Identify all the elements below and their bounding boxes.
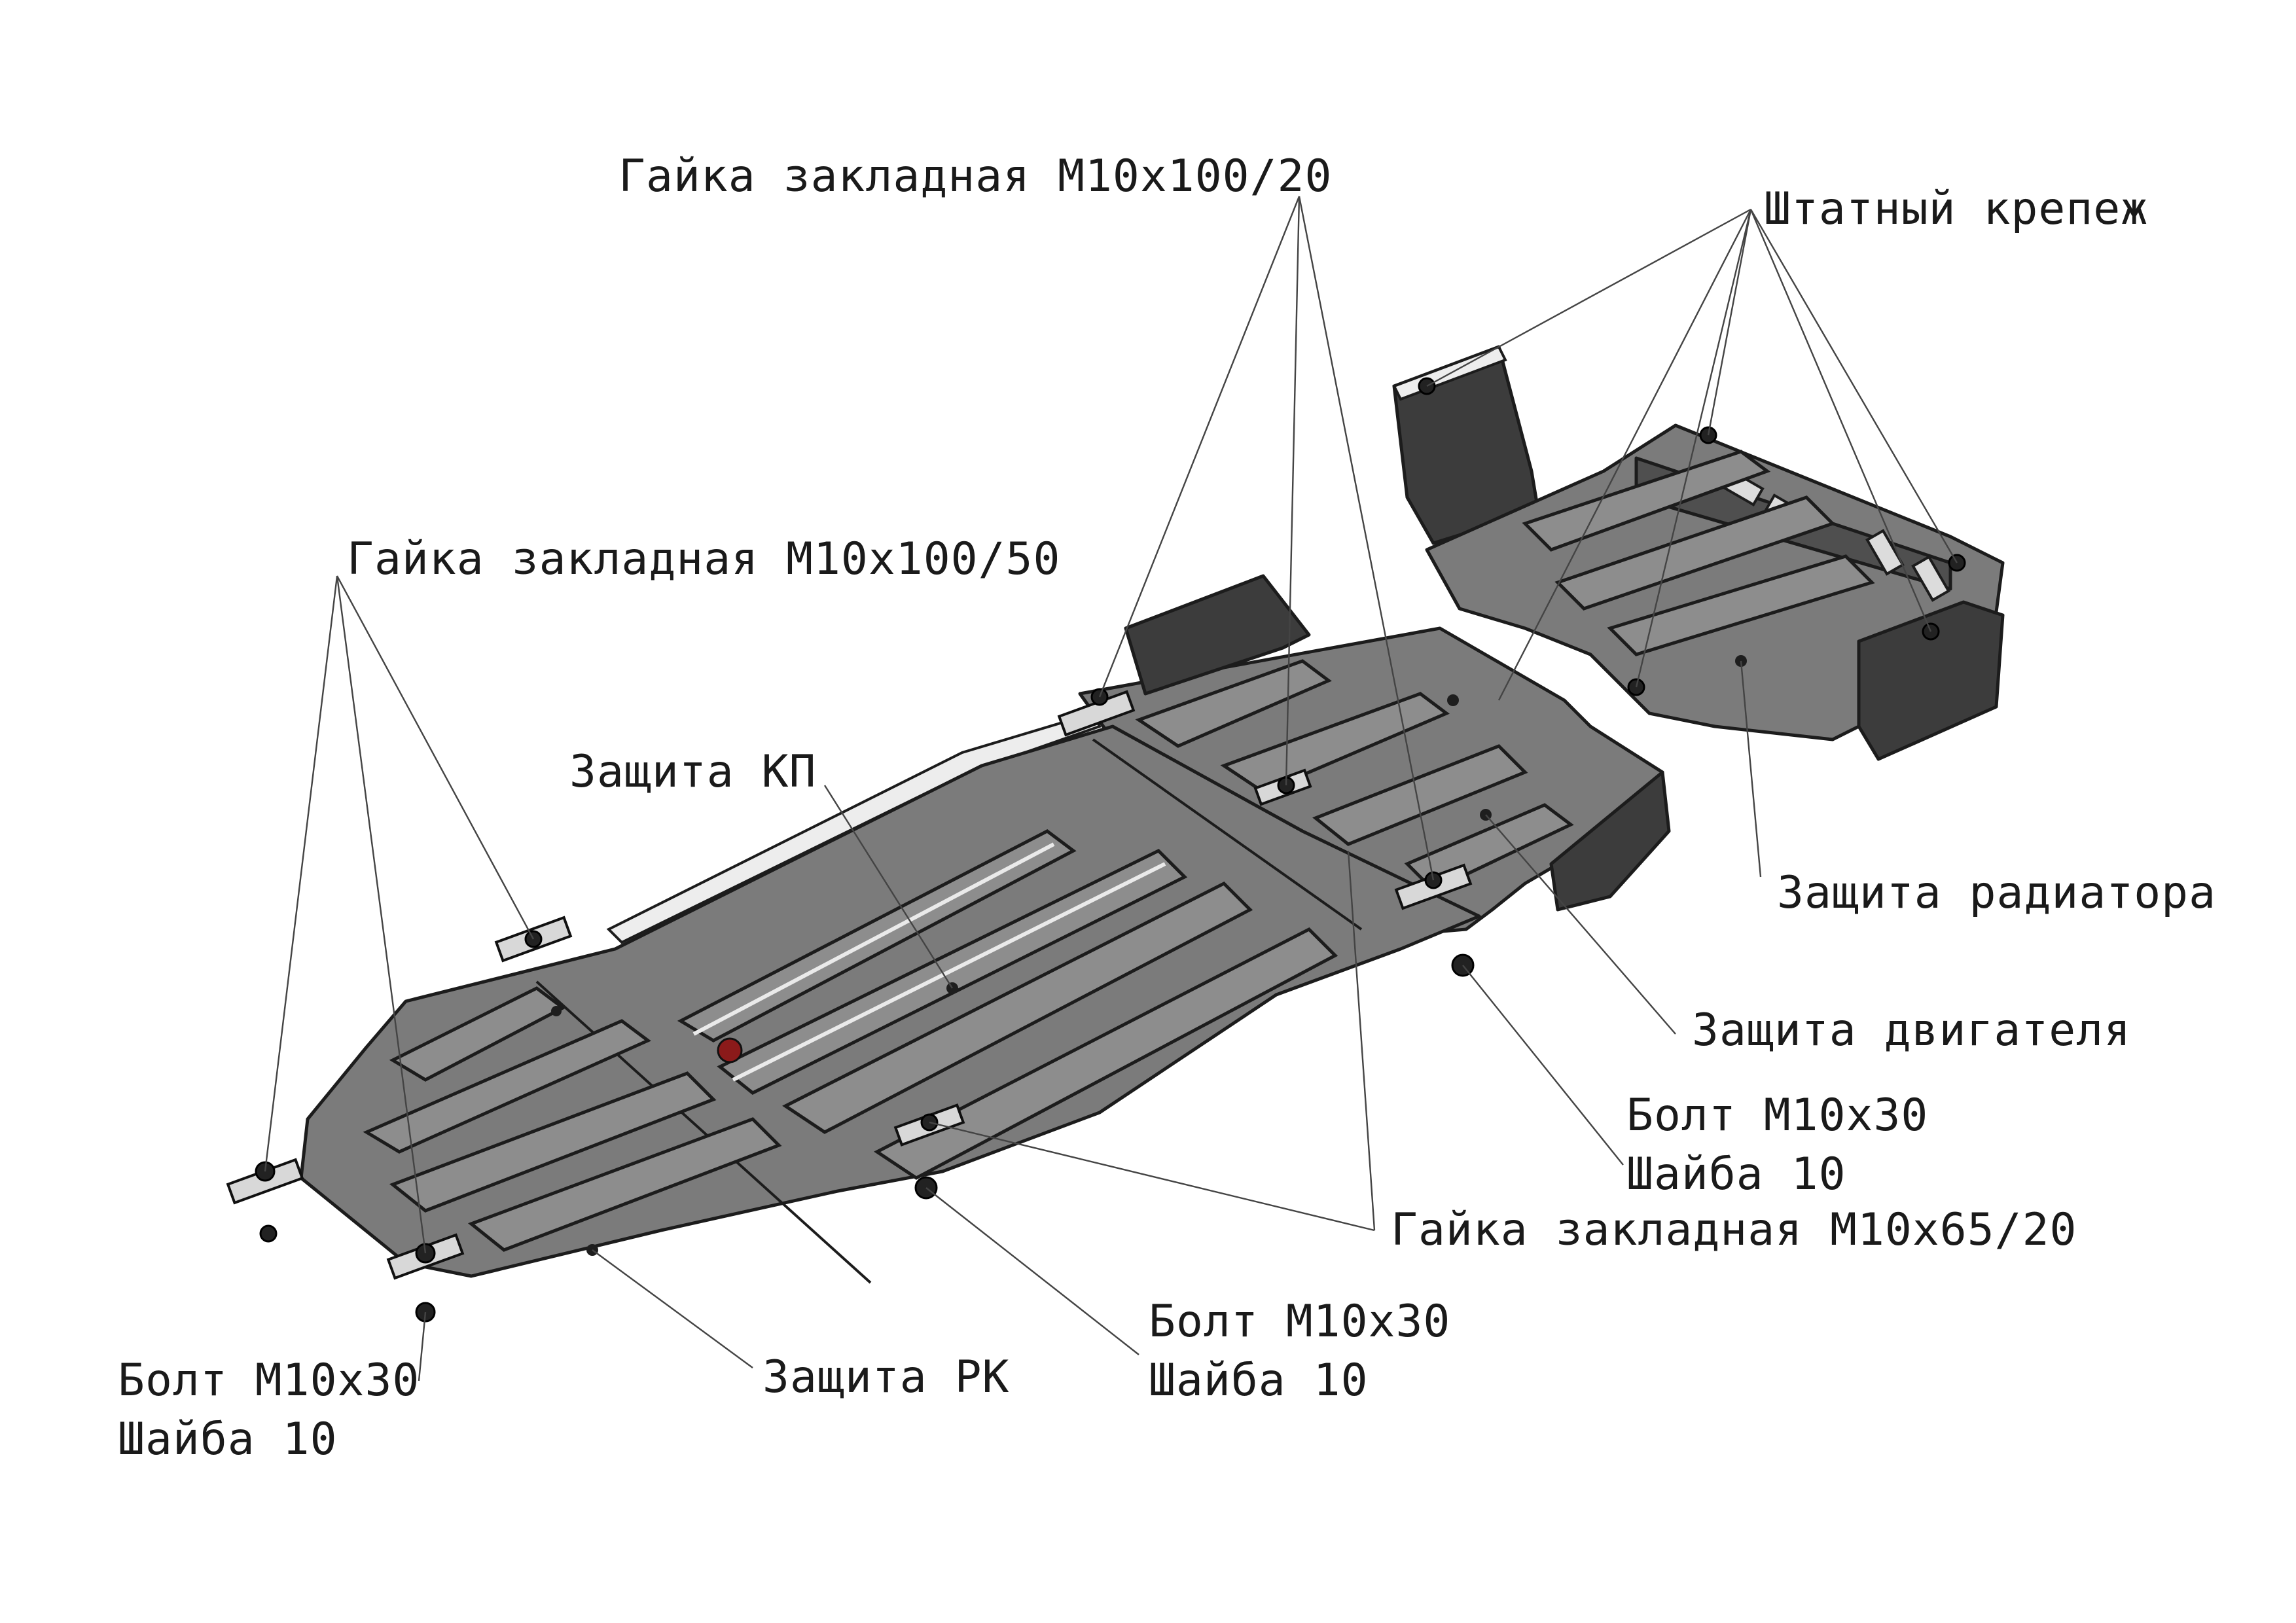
label-bolt-right-2: Шайба 10 [1626, 1149, 1846, 1200]
radiator-right-flap [1857, 600, 2005, 761]
leader-fastener-d [1749, 209, 1958, 563]
leader-nut-65-20-b [1347, 850, 1376, 1231]
label-bolt-left-1: Болт М10х30 [118, 1355, 420, 1406]
leader-fastener-e [1749, 209, 1932, 632]
engine-rib-2 [1220, 692, 1450, 794]
radiator-rib-1 [1522, 450, 1771, 552]
gearbox-rib-hl-2 [732, 862, 1166, 1082]
label-bolt-right-1: Болт М10х30 [1626, 1090, 1929, 1141]
leader-fastener-b [1707, 209, 1752, 436]
gearbox-rib-3 [782, 881, 1253, 1134]
rk-rib-3 [389, 1071, 717, 1213]
leader-fastener-a [1426, 208, 1751, 387]
leader-nut-100-20-a [1098, 196, 1300, 698]
fasteners [226, 688, 1475, 1323]
engine-left-flap [1124, 574, 1311, 696]
leader-nut-100-20-c [1298, 196, 1435, 881]
leader-bolt-right [1462, 965, 1624, 1166]
rk-hole-2 [551, 1006, 562, 1016]
gearbox-guard-part [299, 711, 1481, 1284]
leader-bolt-left [418, 1311, 427, 1382]
label-bolt-middle-2: Шайба 10 [1149, 1355, 1369, 1406]
radiator-rib-2 [1554, 495, 1836, 611]
radiator-slot-3 [1865, 529, 1905, 576]
drain-marker [717, 1037, 743, 1063]
label-bolt-middle-1: Болт М10х30 [1149, 1296, 1451, 1347]
leader-gearbox [823, 785, 954, 989]
leader-lines [264, 196, 1958, 1382]
radiator-slot-4 [1911, 555, 1950, 602]
bracket-gkp-2 [1057, 690, 1136, 737]
engine-rib-1 [1135, 659, 1332, 748]
leader-nut-100-50-b [336, 575, 427, 1254]
leader-rk [592, 1249, 753, 1368]
divider-engine [1092, 738, 1363, 931]
gearbox-rib-hl-1 [692, 842, 1055, 1036]
label-transfer-case-guard: Защита РК [762, 1351, 1010, 1403]
rk-rib-1 [389, 986, 566, 1082]
leader-engine [1485, 814, 1676, 1035]
label-gearbox-guard: Защита КП [569, 746, 817, 798]
leader-nut-100-50-a [264, 575, 338, 1172]
engine-guard-part [1078, 574, 1671, 938]
label-engine-guard: Защита двигателя [1692, 1005, 2132, 1056]
engine-hole-1 [1447, 694, 1459, 706]
rk-rib-4 [467, 1117, 782, 1252]
divider-rk [535, 980, 872, 1284]
leader-nut-100-50-c [336, 575, 535, 940]
radiator-guard-part [1392, 345, 2005, 761]
leader-nut-65-20-a [929, 1121, 1375, 1232]
engine-right-flap [1549, 770, 1671, 912]
leader-fastener-f [1498, 209, 1752, 701]
gearbox-rib-4 [874, 927, 1338, 1180]
label-bolt-left-2: Шайба 10 [118, 1414, 338, 1465]
leader-radiator [1740, 660, 1762, 878]
label-nut-m10-65-20: Гайка закладная М10х65/20 [1391, 1204, 2077, 1256]
label-nut-m10-100-20: Гайка закладная М10х100/20 [619, 151, 1333, 202]
label-nut-m10-100-50: Гайка закладная М10х100/50 [347, 533, 1061, 585]
label-radiator-guard: Защита радиатора [1777, 867, 2217, 919]
radiator-rib-3 [1607, 554, 1875, 656]
leader-fastener-c [1635, 209, 1752, 688]
bolt-left-2 [259, 1224, 278, 1243]
label-standard-fastener: Штатный крепеж [1764, 183, 2149, 235]
leader-bolt-middle [925, 1187, 1139, 1355]
rk-rib-2 [363, 1019, 651, 1154]
engine-rib-3 [1312, 744, 1528, 846]
leader-nut-100-20-b [1285, 196, 1300, 786]
